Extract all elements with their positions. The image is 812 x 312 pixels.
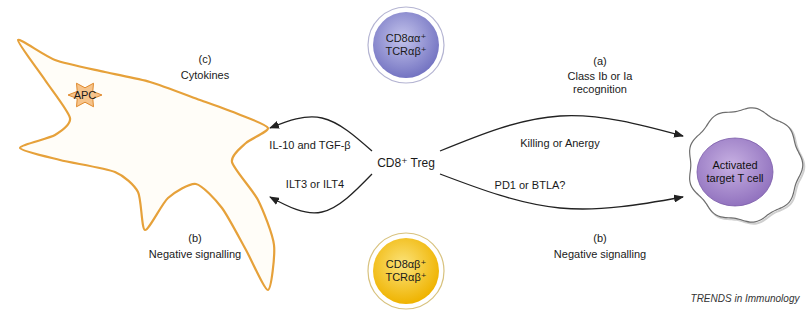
cell-membrane <box>368 233 444 309</box>
cell-body <box>373 238 439 304</box>
cell-membrane <box>690 108 803 222</box>
dendritic-cell-outline <box>18 40 274 290</box>
cd8ab-treg-cell: CD8αβ⁺ TCRαβ⁺ <box>367 232 445 310</box>
edge-label: IL-10 and TGF-β <box>267 139 352 152</box>
node-text: CD8⁺ Treg <box>377 156 435 170</box>
mechanism-label: Negative signalling <box>149 248 241 261</box>
mechanism-label: Class Ib or Ia recognition <box>550 70 650 96</box>
edge-label: PD1 or BTLA? <box>493 179 568 192</box>
cell-membrane <box>368 7 444 83</box>
node-text: CD8αβ⁺ TCRαβ⁺ <box>378 258 434 284</box>
edge-label: ILT3 or ILT4 <box>284 178 346 191</box>
treg-label-node: CD8⁺ Treg <box>373 150 439 176</box>
cell-nucleus <box>697 138 773 206</box>
arrow-connector <box>440 174 683 209</box>
node-text: CD8αα⁺ TCRαβ⁺ <box>378 32 434 58</box>
cd8aa-treg-cell: CD8αα⁺ TCRαβ⁺ <box>367 6 445 84</box>
cell-body <box>373 12 439 78</box>
node-text: Activated target T cell <box>706 159 764 185</box>
arrow-connector <box>440 116 683 151</box>
mechanism-label: Negative signalling <box>554 248 646 261</box>
apc-nucleus <box>68 83 102 107</box>
target-t-cell: Activated target T cell <box>683 103 807 227</box>
panel-letter: (c) <box>199 53 212 66</box>
journal-watermark: TRENDS in Immunology <box>691 292 800 305</box>
edge-label: Killing or Anergy <box>518 137 602 150</box>
panel-letter: (a) <box>593 55 606 68</box>
mechanism-label: Cytokines <box>181 69 229 82</box>
arrow-connector <box>270 174 372 213</box>
node-text: APC <box>74 89 97 102</box>
connector-group <box>270 116 683 213</box>
panel-letter: (b) <box>188 232 201 245</box>
panel-letter: (b) <box>593 232 606 245</box>
